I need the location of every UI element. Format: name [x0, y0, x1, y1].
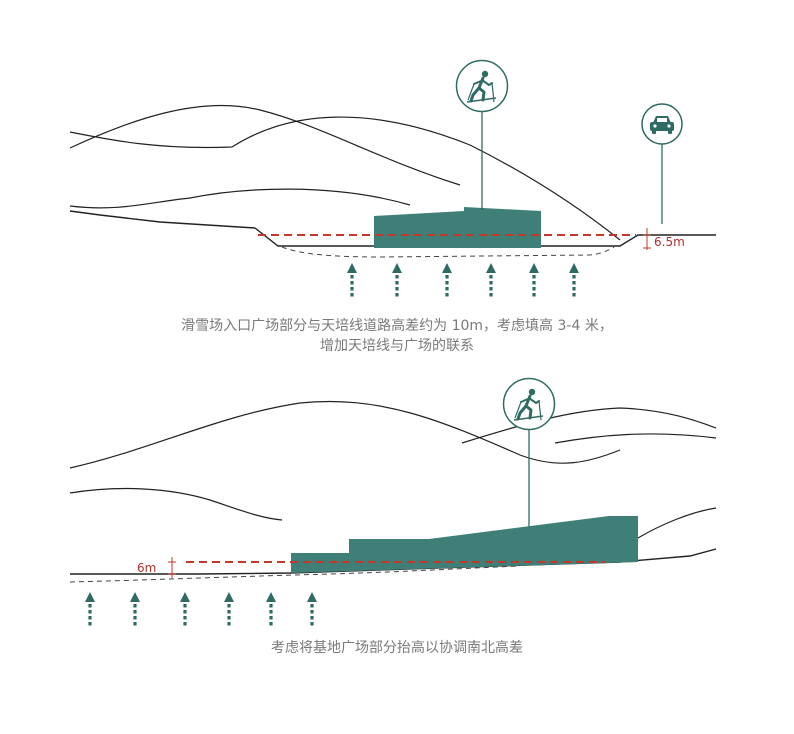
up-arrow-icon	[442, 263, 452, 297]
up-arrow-icon	[180, 592, 190, 626]
mountain-line	[69, 188, 411, 209]
caption-section-2: 考虑将基地广场部分抬高以协调南北高差	[0, 638, 794, 658]
mountain-line	[69, 104, 461, 186]
original-terrain-dashed	[69, 565, 521, 583]
up-arrow-icon	[224, 592, 234, 626]
mountain-line	[461, 407, 717, 444]
mountain-line	[637, 507, 717, 539]
building-block	[291, 516, 638, 573]
height-marker	[643, 228, 651, 250]
up-arrow-icon	[347, 263, 357, 297]
up-arrow-icon	[569, 263, 579, 297]
caption-section-1: 滑雪场入口广场部分与天培线道路高差约为 10m，考虑填高 3-4 米， 增加天培…	[0, 316, 794, 356]
original-terrain-dashed	[281, 246, 615, 258]
ground-line	[69, 210, 716, 247]
up-arrow-icon	[392, 263, 402, 297]
up-arrow-icon	[486, 263, 496, 297]
skier-icon	[502, 377, 556, 431]
caption-line: 考虑将基地广场部分抬高以协调南北高差	[271, 640, 523, 656]
building-block	[374, 207, 541, 248]
height-label: 6m	[137, 561, 156, 575]
height-marker	[168, 557, 176, 578]
height-label: 6.5m	[654, 235, 685, 249]
caption-line: 滑雪场入口广场部分与天培线道路高差约为 10m，考虑填高 3-4 米，	[181, 318, 613, 334]
up-arrow-icon	[266, 592, 276, 626]
mountain-line	[554, 433, 717, 444]
car-icon	[641, 103, 683, 145]
up-arrow-icon	[307, 592, 317, 626]
section-2: 6m	[69, 377, 717, 626]
skier-icon	[455, 59, 509, 113]
mountain-line	[69, 116, 621, 241]
mountain-line	[69, 400, 621, 469]
section-1: 6.5m	[69, 59, 716, 297]
up-arrow-icon	[85, 592, 95, 626]
up-arrow-icon	[130, 592, 140, 626]
up-arrow-icon	[529, 263, 539, 297]
caption-line: 增加天培线与广场的联系	[320, 338, 474, 354]
mountain-line	[69, 487, 283, 521]
